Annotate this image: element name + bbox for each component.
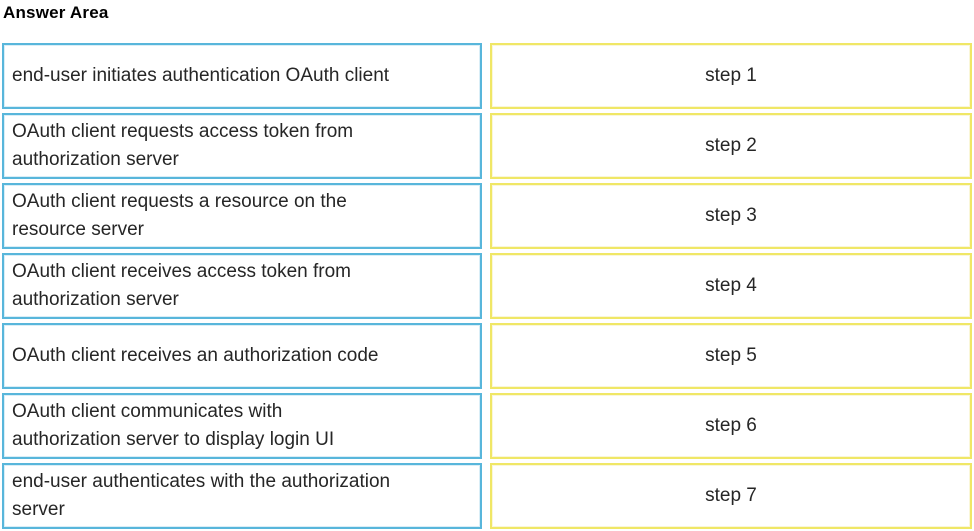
- answer-row-2: OAuth client requests access token from …: [2, 113, 972, 179]
- step-label: step 2: [705, 135, 757, 156]
- answer-area-grid: end-user initiates authentication OAuth …: [2, 43, 972, 529]
- answer-row-6: OAuth client communicates with authoriza…: [2, 393, 972, 459]
- step-label: step 4: [705, 275, 757, 296]
- draggable-item-3[interactable]: OAuth client requests a resource on the …: [2, 183, 482, 249]
- step-drop-zone-1[interactable]: step 1: [490, 43, 972, 109]
- step-label: step 7: [705, 485, 757, 506]
- step-label: step 1: [705, 65, 757, 86]
- step-drop-zone-4[interactable]: step 4: [490, 253, 972, 319]
- draggable-item-6[interactable]: OAuth client communicates with authoriza…: [2, 393, 482, 459]
- answer-row-1: end-user initiates authentication OAuth …: [2, 43, 972, 109]
- draggable-item-2[interactable]: OAuth client requests access token from …: [2, 113, 482, 179]
- draggable-item-label: end-user initiates authentication OAuth …: [12, 64, 390, 86]
- step-label: step 3: [705, 205, 757, 226]
- draggable-item-label: OAuth client requests access token from …: [12, 120, 354, 171]
- draggable-item-label: end-user authenticates with the authoriz…: [12, 470, 391, 521]
- draggable-item-label: OAuth client receives an authorization c…: [12, 344, 379, 366]
- answer-row-7: end-user authenticates with the authoriz…: [2, 463, 972, 529]
- draggable-item-4[interactable]: OAuth client receives access token from …: [2, 253, 482, 319]
- draggable-item-label: OAuth client receives access token from …: [12, 260, 351, 311]
- draggable-item-label: OAuth client requests a resource on the …: [12, 190, 347, 241]
- step-label: step 6: [705, 415, 757, 436]
- step-drop-zone-2[interactable]: step 2: [490, 113, 972, 179]
- draggable-item-label: OAuth client communicates with authoriza…: [12, 400, 335, 451]
- step-label: step 5: [705, 345, 757, 366]
- answer-area-title: Answer Area: [3, 3, 109, 22]
- draggable-item-5[interactable]: OAuth client receives an authorization c…: [2, 323, 482, 389]
- step-drop-zone-6[interactable]: step 6: [490, 393, 972, 459]
- answer-row-4: OAuth client receives access token from …: [2, 253, 972, 319]
- answer-row-5: OAuth client receives an authorization c…: [2, 323, 972, 389]
- step-drop-zone-3[interactable]: step 3: [490, 183, 972, 249]
- draggable-item-7[interactable]: end-user authenticates with the authoriz…: [2, 463, 482, 529]
- step-drop-zone-5[interactable]: step 5: [490, 323, 972, 389]
- step-drop-zone-7[interactable]: step 7: [490, 463, 972, 529]
- draggable-item-1[interactable]: end-user initiates authentication OAuth …: [2, 43, 482, 109]
- answer-row-3: OAuth client requests a resource on the …: [2, 183, 972, 249]
